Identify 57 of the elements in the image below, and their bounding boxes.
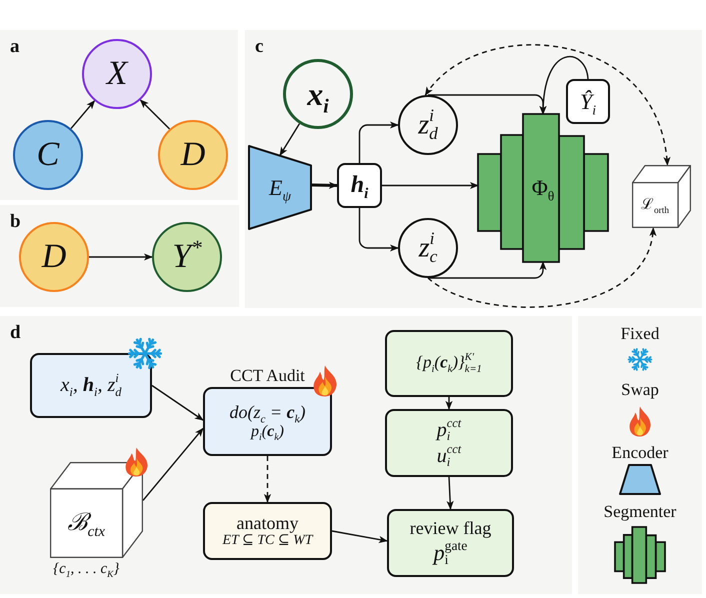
legend-label: Encoder [612, 443, 668, 463]
rounded-box [385, 409, 513, 477]
node-label: Φ$_{θ}$ [532, 175, 554, 201]
variable-circle [398, 218, 458, 278]
variable-circle [283, 59, 353, 129]
rounded-box [30, 353, 152, 418]
node-label: D [180, 135, 206, 175]
panel [0, 316, 572, 594]
arrow [70, 100, 96, 130]
dashed-arrow [264, 456, 272, 503]
rounded-box [387, 509, 514, 577]
panel-letter: d [10, 322, 21, 344]
arrow [540, 56, 589, 115]
dashed-double-arrow [424, 44, 670, 166]
arrow [358, 208, 399, 252]
legend-label: Swap [621, 380, 659, 400]
arrow [445, 397, 453, 410]
arrow [140, 99, 170, 130]
arrow [312, 182, 338, 189]
rounded-box [337, 163, 382, 208]
rounded-box [203, 502, 332, 560]
panel-letter: b [10, 211, 21, 233]
legend-label: Fixed [620, 324, 660, 344]
node-label: D [42, 237, 66, 277]
rounded-box [566, 79, 610, 124]
box-heading: CCT Audit [230, 366, 305, 386]
node-label: p$_{i}$(c$_{k}$) [251, 422, 284, 442]
variable-circle [398, 95, 458, 155]
rounded-box [385, 330, 513, 397]
node-label: ET ⊆ TC ⊆ WT [222, 533, 313, 550]
arrow [332, 530, 388, 544]
node-label: ℒ$_{orth}$ [641, 196, 669, 214]
node-label: Y$^{*}$ [172, 237, 202, 277]
arrow [279, 123, 300, 156]
node-label: do(z$_{c}$ = c$_{k}$) [229, 402, 306, 423]
panel [245, 30, 702, 308]
panel [0, 205, 239, 307]
arrow [152, 384, 204, 421]
node-label: C [36, 135, 60, 175]
arrow [89, 253, 153, 261]
arrow [428, 261, 547, 279]
dashed-arrow [428, 227, 656, 308]
arrow [358, 121, 399, 163]
legend-label: Segmenter [604, 502, 676, 522]
node-label: Ŷ$_{i}$ [580, 88, 596, 114]
set-label: {c$_{1}$, . . . c$_{K}$} [53, 561, 120, 578]
node-label: anatomy [236, 512, 298, 534]
node-label: x$_{i}$ [307, 76, 329, 112]
arrow [382, 182, 479, 190]
node-label: X [106, 54, 128, 94]
panel [0, 30, 238, 200]
arrow [446, 476, 454, 510]
panel-letter: c [255, 36, 264, 58]
node-label: review flag [410, 518, 492, 540]
node-label: ℬ$_{ctx}$ [68, 510, 105, 538]
node-label: h$_{i}$ [350, 172, 368, 200]
panel-letter: a [10, 36, 20, 58]
